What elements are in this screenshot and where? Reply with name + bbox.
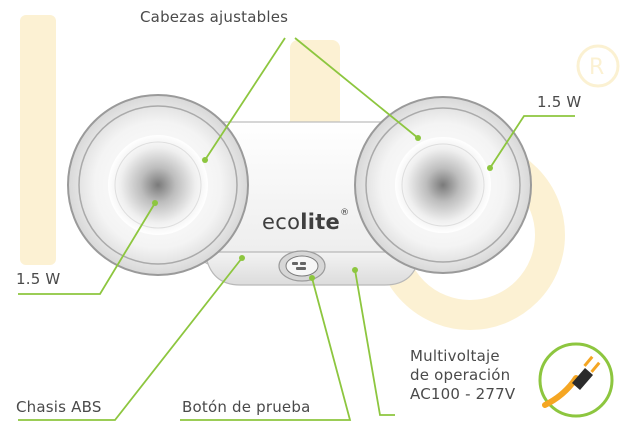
label-voltage: Multivoltaje de operación AC100 - 277V xyxy=(410,347,515,404)
brand-logo: ecolite® xyxy=(262,208,350,234)
registered-mark-icon: R xyxy=(589,55,604,80)
label-chassis: Chasis ABS xyxy=(16,398,102,416)
callout-lines xyxy=(18,37,575,421)
callout-test-button xyxy=(180,277,352,421)
label-voltage-line3: AC100 - 277V xyxy=(410,385,516,403)
callout-heads-right xyxy=(294,37,419,139)
brand-suffix: lite xyxy=(300,210,341,234)
left-lamp-head xyxy=(67,94,249,276)
label-right-power: 1.5 W xyxy=(537,93,582,111)
test-button-graphic xyxy=(278,250,326,282)
callout-chassis xyxy=(18,257,243,421)
label-left-power: 1.5 W xyxy=(16,270,61,288)
label-adjustable-heads: Cabezas ajustables xyxy=(140,8,289,26)
label-voltage-line1: Multivoltaje xyxy=(410,347,500,365)
callout-left-power xyxy=(18,202,156,295)
callout-heads-left xyxy=(204,37,286,161)
callout-right-power xyxy=(489,115,575,169)
brand-mark: ® xyxy=(340,208,350,218)
right-lamp-head xyxy=(354,96,532,274)
brand-prefix: eco xyxy=(262,210,301,234)
label-test-button: Botón de prueba xyxy=(182,398,311,416)
label-voltage-line2: de operación xyxy=(410,366,511,384)
callout-dots xyxy=(152,135,493,281)
callout-voltage xyxy=(354,269,395,416)
plug-icon xyxy=(538,342,614,418)
